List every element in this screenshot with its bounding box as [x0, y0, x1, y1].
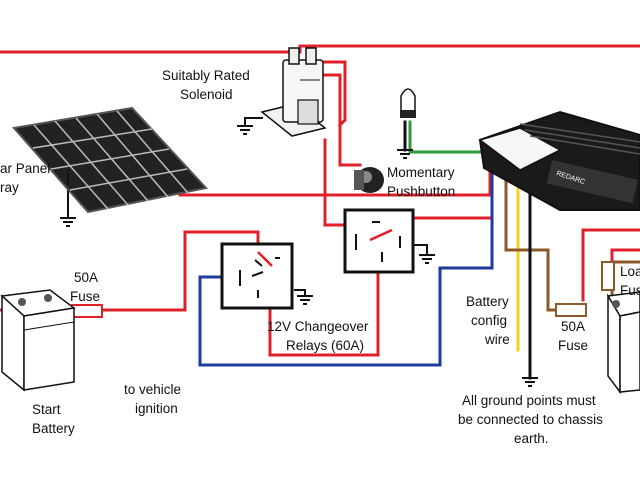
wire-ground-solenoid — [244, 117, 263, 127]
ignition-label: to vehicle — [124, 382, 181, 397]
ground-icon — [297, 295, 313, 305]
wire-brown — [504, 178, 570, 312]
fuse-right — [555, 303, 587, 317]
solar-label: ar Panel — [0, 161, 50, 176]
wire-top-main — [0, 44, 640, 54]
solar-label: ray — [0, 180, 19, 195]
relay-left — [220, 242, 294, 310]
wire-green — [408, 120, 486, 154]
config-label: Battery — [466, 294, 509, 309]
wire-relay-loop — [268, 260, 380, 357]
indicator-lamp — [400, 88, 416, 118]
load-fuse-label: Loa — [620, 264, 640, 279]
wire-solenoid-right — [308, 60, 347, 128]
fuse-left-label: 50A — [74, 270, 98, 285]
start-battery-label: Battery — [32, 421, 75, 436]
ground-note: earth. — [514, 431, 549, 446]
wire-charger-solenoid — [308, 73, 362, 167]
wire-ground-relay-right — [411, 244, 428, 256]
wire-aux-red — [581, 228, 640, 302]
relays-label: Relays (60A) — [286, 338, 364, 353]
solenoid-label: Solenoid — [180, 87, 233, 102]
load-fuse-label: Fus — [620, 283, 640, 298]
solenoid-label: Suitably Rated — [162, 68, 250, 83]
momentary-label: Momentary — [387, 165, 455, 180]
ground-icon — [419, 254, 435, 264]
labels: Suitably Rated Solenoid ar Panel ray Mom… — [0, 68, 640, 446]
fuse-right-label: Fuse — [558, 338, 588, 353]
dc-charger: REDARC — [478, 110, 640, 211]
ground-icon — [397, 149, 413, 159]
ignition-label: ignition — [135, 401, 178, 416]
ground-icon — [522, 377, 538, 387]
ground-icon — [237, 125, 253, 135]
wire-ground-relay-left — [294, 289, 306, 297]
fuse-left — [71, 304, 103, 318]
aux-battery — [606, 291, 640, 395]
solenoid — [260, 47, 327, 137]
ground-icon — [60, 217, 76, 227]
momentary-pushbutton — [354, 167, 384, 193]
config-label: config — [471, 313, 507, 328]
start-battery — [0, 289, 76, 392]
fuse-right-label: 50A — [561, 319, 585, 334]
momentary-label: Pushbutton — [387, 184, 455, 199]
relays-label: 12V Changeover — [267, 319, 369, 334]
solar-panel — [12, 106, 208, 214]
fuse-load — [601, 261, 615, 291]
relay-right — [343, 208, 415, 274]
fuse-left-label: Fuse — [70, 289, 100, 304]
ground-note: All ground points must — [462, 393, 596, 408]
ground-symbols — [60, 125, 538, 387]
config-label: wire — [484, 332, 510, 347]
wire-ignition-2 — [198, 173, 494, 367]
wire-left-relay-feed — [98, 230, 187, 312]
start-battery-label: Start — [32, 402, 61, 417]
ground-note: be connected to chassis — [458, 412, 603, 427]
